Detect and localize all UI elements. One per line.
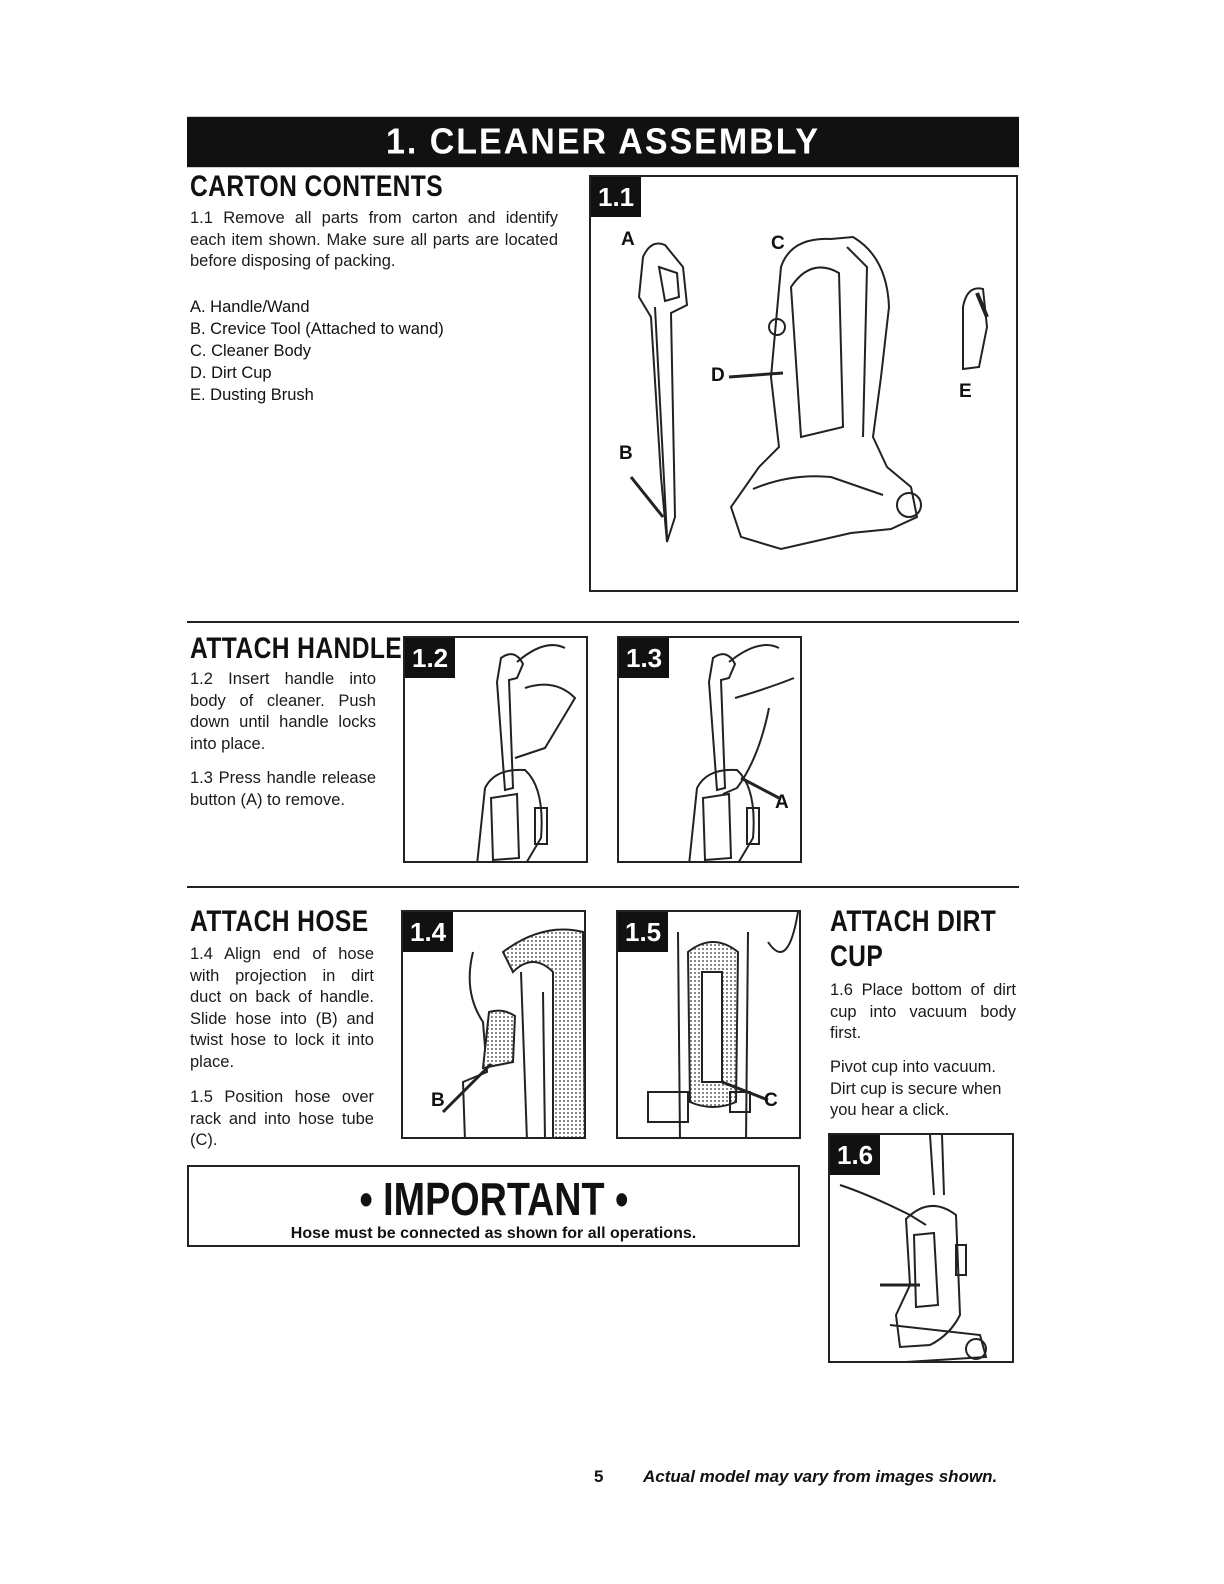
carton-contents-heading: CARTON CONTENTS <box>190 170 444 203</box>
carton-intro: 1.1 Remove all parts from carton and ide… <box>190 209 558 270</box>
callout-c: C <box>764 1090 778 1111</box>
footer-note: Actual model may vary from images shown. <box>643 1467 998 1486</box>
section-divider <box>187 886 1019 888</box>
important-text: Hose must be connected as shown for all … <box>290 1225 697 1242</box>
list-item: E. Dusting Brush <box>190 386 314 404</box>
list-item: B. Crevice Tool (Attached to wand) <box>190 320 444 338</box>
callout-c: C <box>771 233 785 254</box>
figure-1-1: 1.1 A C D E B <box>589 175 1018 592</box>
step-1-6-text: 1.6 Place bottom of dirt cup into vacuum… <box>830 981 1016 1042</box>
attach-hose-illustration <box>441 928 584 1137</box>
figure-1-4: 1.4 B <box>401 910 586 1139</box>
figure-tag: 1.3 <box>619 638 670 678</box>
figure-1-2: 1.2 <box>403 636 588 863</box>
figure-1-6: 1.6 <box>828 1133 1014 1363</box>
list-item: D. Dirt Cup <box>190 364 272 382</box>
figure-tag: 1.2 <box>405 638 456 678</box>
step-1-2-text: 1.2 Insert handle into body of cleaner. … <box>190 670 376 753</box>
figure-tag: 1.1 <box>591 177 642 217</box>
vacuum-parts-illustration <box>629 235 989 551</box>
page-number: 5 <box>594 1467 604 1486</box>
position-hose-illustration <box>647 912 799 1137</box>
callout-a: A <box>775 792 789 813</box>
step-1-5-text: 1.5 Position hose over rack and into hos… <box>190 1088 374 1149</box>
step-1-3-text: 1.3 Press handle release button (A) to r… <box>190 769 376 809</box>
attach-dirt-cup-heading-line2: CUP <box>830 940 884 973</box>
figure-tag: 1.5 <box>618 912 669 952</box>
carton-list: A. Handle/Wand B. Crevice Tool (Attached… <box>190 296 444 406</box>
section-banner: 1. CLEANER ASSEMBLY <box>187 116 1019 168</box>
section-divider <box>187 621 1019 623</box>
release-handle-illustration <box>688 644 795 861</box>
attach-dirt-cup-illustration <box>839 1135 988 1361</box>
list-item: A. Handle/Wand <box>190 298 310 316</box>
figure-1-5: 1.5 C <box>616 910 801 1139</box>
figure-tag: 1.6 <box>830 1135 881 1175</box>
callout-a: A <box>621 229 635 250</box>
important-title: • IMPORTANT • <box>359 1173 628 1225</box>
step-1-6-pivot-text: Pivot cup into vacuum. Dirt cup is secur… <box>830 1058 1002 1119</box>
callout-e: E <box>959 381 972 402</box>
list-item: C. Cleaner Body <box>190 342 312 360</box>
step-1-4-text: 1.4 Align end of hose with projection in… <box>190 945 374 1071</box>
callout-b: B <box>619 443 633 464</box>
attach-handle-heading: ATTACH HANDLE <box>190 632 403 665</box>
figure-tag: 1.4 <box>403 912 454 952</box>
insert-handle-illustration <box>476 644 577 861</box>
callout-b: B <box>431 1090 445 1111</box>
attach-dirt-cup-heading-line1: ATTACH DIRT <box>830 905 997 938</box>
attach-hose-heading: ATTACH HOSE <box>190 905 369 938</box>
important-notice: • IMPORTANT • Hose must be connected as … <box>187 1165 800 1247</box>
figure-1-3: 1.3 A <box>617 636 802 863</box>
callout-d: D <box>711 365 725 386</box>
